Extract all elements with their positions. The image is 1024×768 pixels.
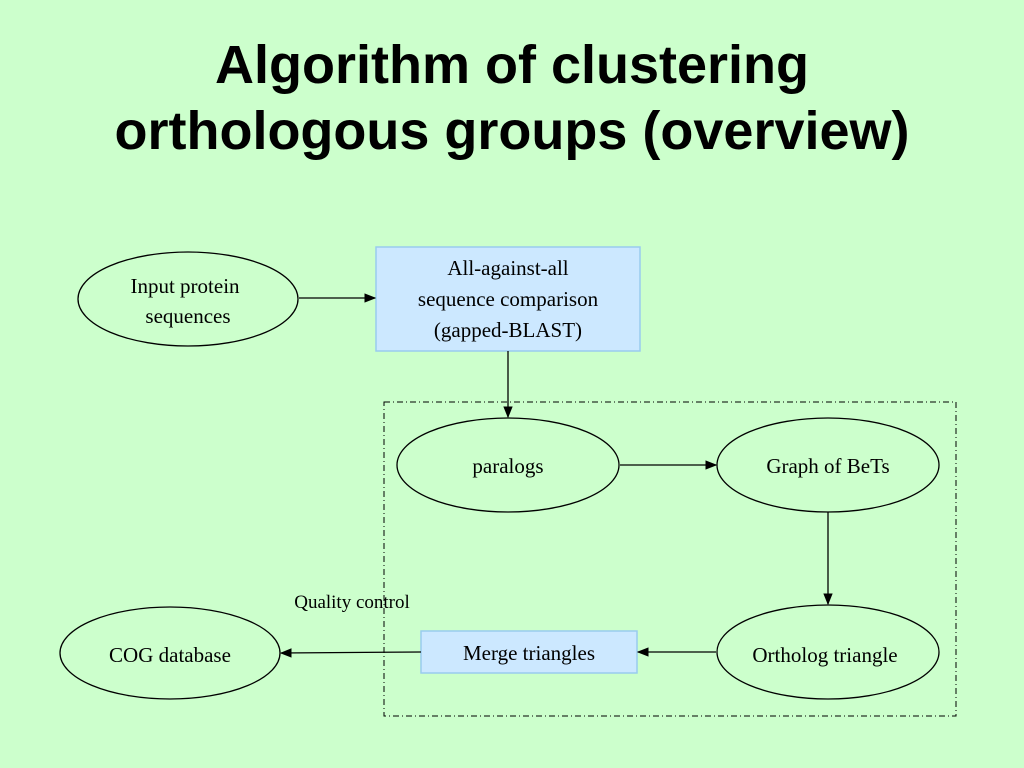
node-graph-label: Graph of BeTs	[766, 454, 889, 478]
node-merge-label: Merge triangles	[463, 641, 595, 665]
title-line-1: Algorithm of clustering	[215, 35, 809, 95]
node-paralogs-label: paralogs	[472, 454, 543, 478]
node-comparison-line1: All-against-all	[447, 256, 568, 280]
arrow-merge-to-cog	[279, 648, 422, 658]
node-ortholog-triangle: Ortholog triangle	[716, 604, 940, 700]
node-merge-triangles: Merge triangles	[420, 630, 638, 674]
node-comparison-line3: (gapped-BLAST)	[434, 318, 582, 342]
node-ortholog-label: Ortholog triangle	[752, 643, 897, 667]
quality-control-label: Quality control	[294, 592, 410, 613]
node-comparison-line2: sequence comparison	[418, 287, 599, 311]
title-line-2: orthologous groups (overview)	[114, 101, 910, 161]
node-cog-database: COG database	[59, 606, 281, 700]
node-graph-of-bets: Graph of BeTs	[716, 417, 940, 513]
process-region	[383, 401, 957, 717]
node-input-line1: Input protein	[130, 274, 240, 298]
node-sequence-comparison: All-against-all sequence comparison (gap…	[375, 246, 641, 352]
node-input-line2: sequences	[145, 304, 230, 328]
node-paralogs: paralogs	[396, 417, 620, 513]
slide-title: Algorithm of clustering orthologous grou…	[0, 32, 1024, 164]
node-cog-label: COG database	[109, 643, 231, 667]
node-input-sequences: Input protein sequences	[77, 251, 299, 347]
